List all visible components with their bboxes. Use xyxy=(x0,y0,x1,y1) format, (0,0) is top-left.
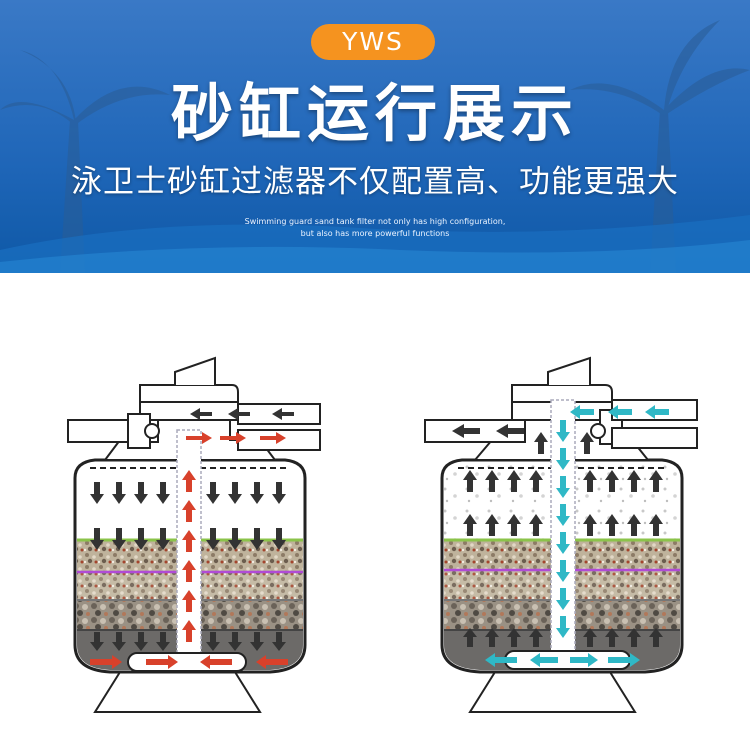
left-arrow-icon xyxy=(190,408,294,420)
left-arrow-icon xyxy=(570,405,669,419)
up-arrow-icon xyxy=(182,470,196,642)
down-arrow-icon xyxy=(90,482,286,651)
filter-tank xyxy=(67,356,321,713)
right-arrow-icon xyxy=(90,655,178,669)
brand-badge: YWS xyxy=(311,24,435,60)
english-subtitle-line2: but also has more powerful functions xyxy=(300,229,450,238)
right-arrow-icon xyxy=(570,653,640,667)
up-arrow-icon xyxy=(463,432,663,647)
left-arrow-icon xyxy=(485,653,558,667)
down-arrow-icon xyxy=(556,420,570,638)
english-subtitle-line1: Swimming guard sand tank filter not only… xyxy=(244,217,506,226)
filter-flow-arrows xyxy=(90,408,294,669)
backwash-flow-arrows xyxy=(452,405,669,667)
header-banner: YWS 砂缸运行展示 泳卫士砂缸过滤器不仅配置高、功能更强大 Swimming … xyxy=(0,0,750,273)
right-arrow-icon xyxy=(186,432,286,444)
page-title: 砂缸运行展示 xyxy=(170,77,579,150)
page-subtitle: 泳卫士砂缸过滤器不仅配置高、功能更强大 xyxy=(71,164,679,200)
left-arrow-icon xyxy=(200,655,288,669)
sand-tank-diagram xyxy=(67,356,698,713)
left-arrow-icon xyxy=(452,424,524,438)
